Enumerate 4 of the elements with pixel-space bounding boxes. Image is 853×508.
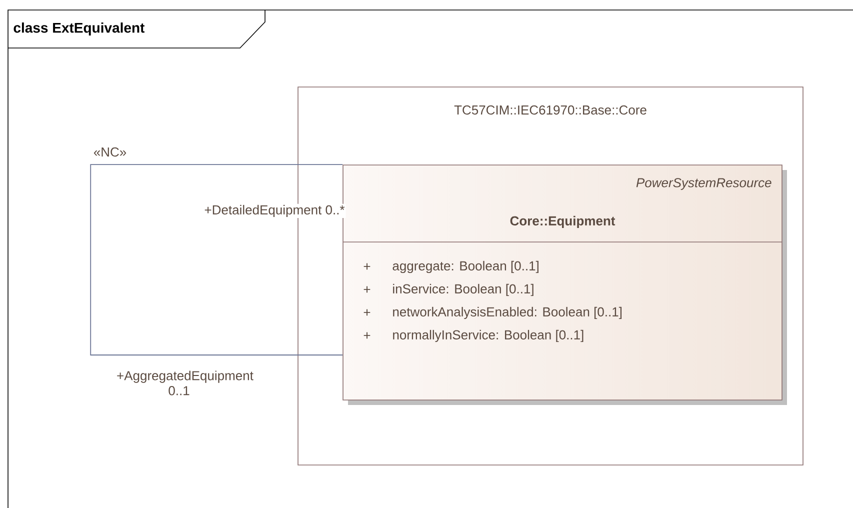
frame-tab: class ExtEquivalent [8, 10, 266, 48]
association-line [90, 164, 344, 356]
edge-label: «NC» [94, 147, 126, 157]
role-label: +AggregatedEquipment 0..1 [117, 370, 254, 396]
